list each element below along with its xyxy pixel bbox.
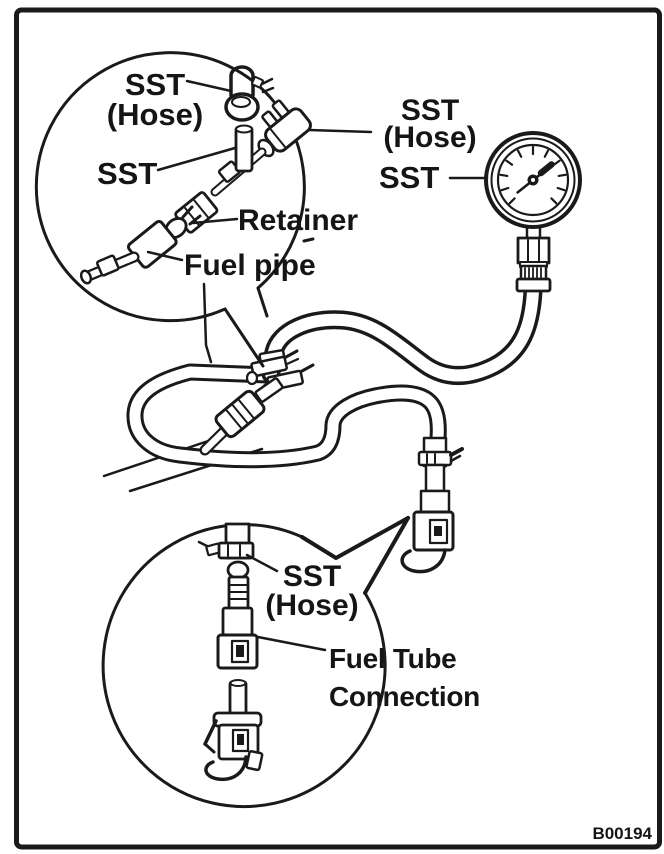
- gauge-needle: [516, 161, 555, 194]
- callout-text: SST: [400, 94, 460, 127]
- hose-clamp-top: [224, 65, 275, 122]
- bubble-arrow: [300, 516, 410, 560]
- gauge-hose: [261, 281, 543, 385]
- detail-bubble-bottom: [101, 516, 410, 809]
- callout-retainer: Retainer: [238, 204, 359, 237]
- callout-sst-hose-top: SST (Hose): [88, 67, 222, 132]
- callout-sst-hose-bottom: SST (Hose): [246, 560, 378, 622]
- fuel-tube-connection-assembly: [197, 522, 264, 782]
- callout-sst-gauge: SST: [379, 160, 440, 195]
- figure-frame: [14, 7, 662, 850]
- callout-text: SST: [124, 67, 186, 102]
- callout-sst-hose-right: SST (Hose): [363, 94, 497, 154]
- hose-clamp-bottom: [197, 540, 255, 560]
- callout-text: Connection: [329, 681, 480, 712]
- callout-sst-adapter: SST: [97, 156, 158, 191]
- callout-text: (Hose): [106, 97, 204, 132]
- sst-adapter-tube: [234, 124, 254, 173]
- retainer-clip: [164, 205, 202, 239]
- detail-bubble-top: [34, 51, 306, 368]
- fuel-tube-connector: [400, 436, 464, 574]
- callout-fuel-tube-connection: Fuel Tube Connection: [329, 640, 480, 716]
- callout-text: (Hose): [265, 589, 359, 622]
- callout-text: SST: [282, 560, 342, 593]
- callout-text: Fuel Tube: [329, 643, 457, 674]
- pressure-gauge: [484, 131, 582, 293]
- fuel-pipe-loop: [126, 363, 447, 475]
- leader-lines: [146, 79, 489, 652]
- callout-text: (Hose): [383, 121, 477, 154]
- exploded-adapter-assembly: [79, 65, 312, 285]
- gauge-dial: [496, 143, 570, 217]
- callout-fuel-pipe: Fuel pipe: [184, 249, 316, 282]
- figure-code: B00194: [592, 824, 652, 843]
- fuel-pipe-end: [79, 220, 178, 285]
- gauge-ticks: [499, 145, 567, 205]
